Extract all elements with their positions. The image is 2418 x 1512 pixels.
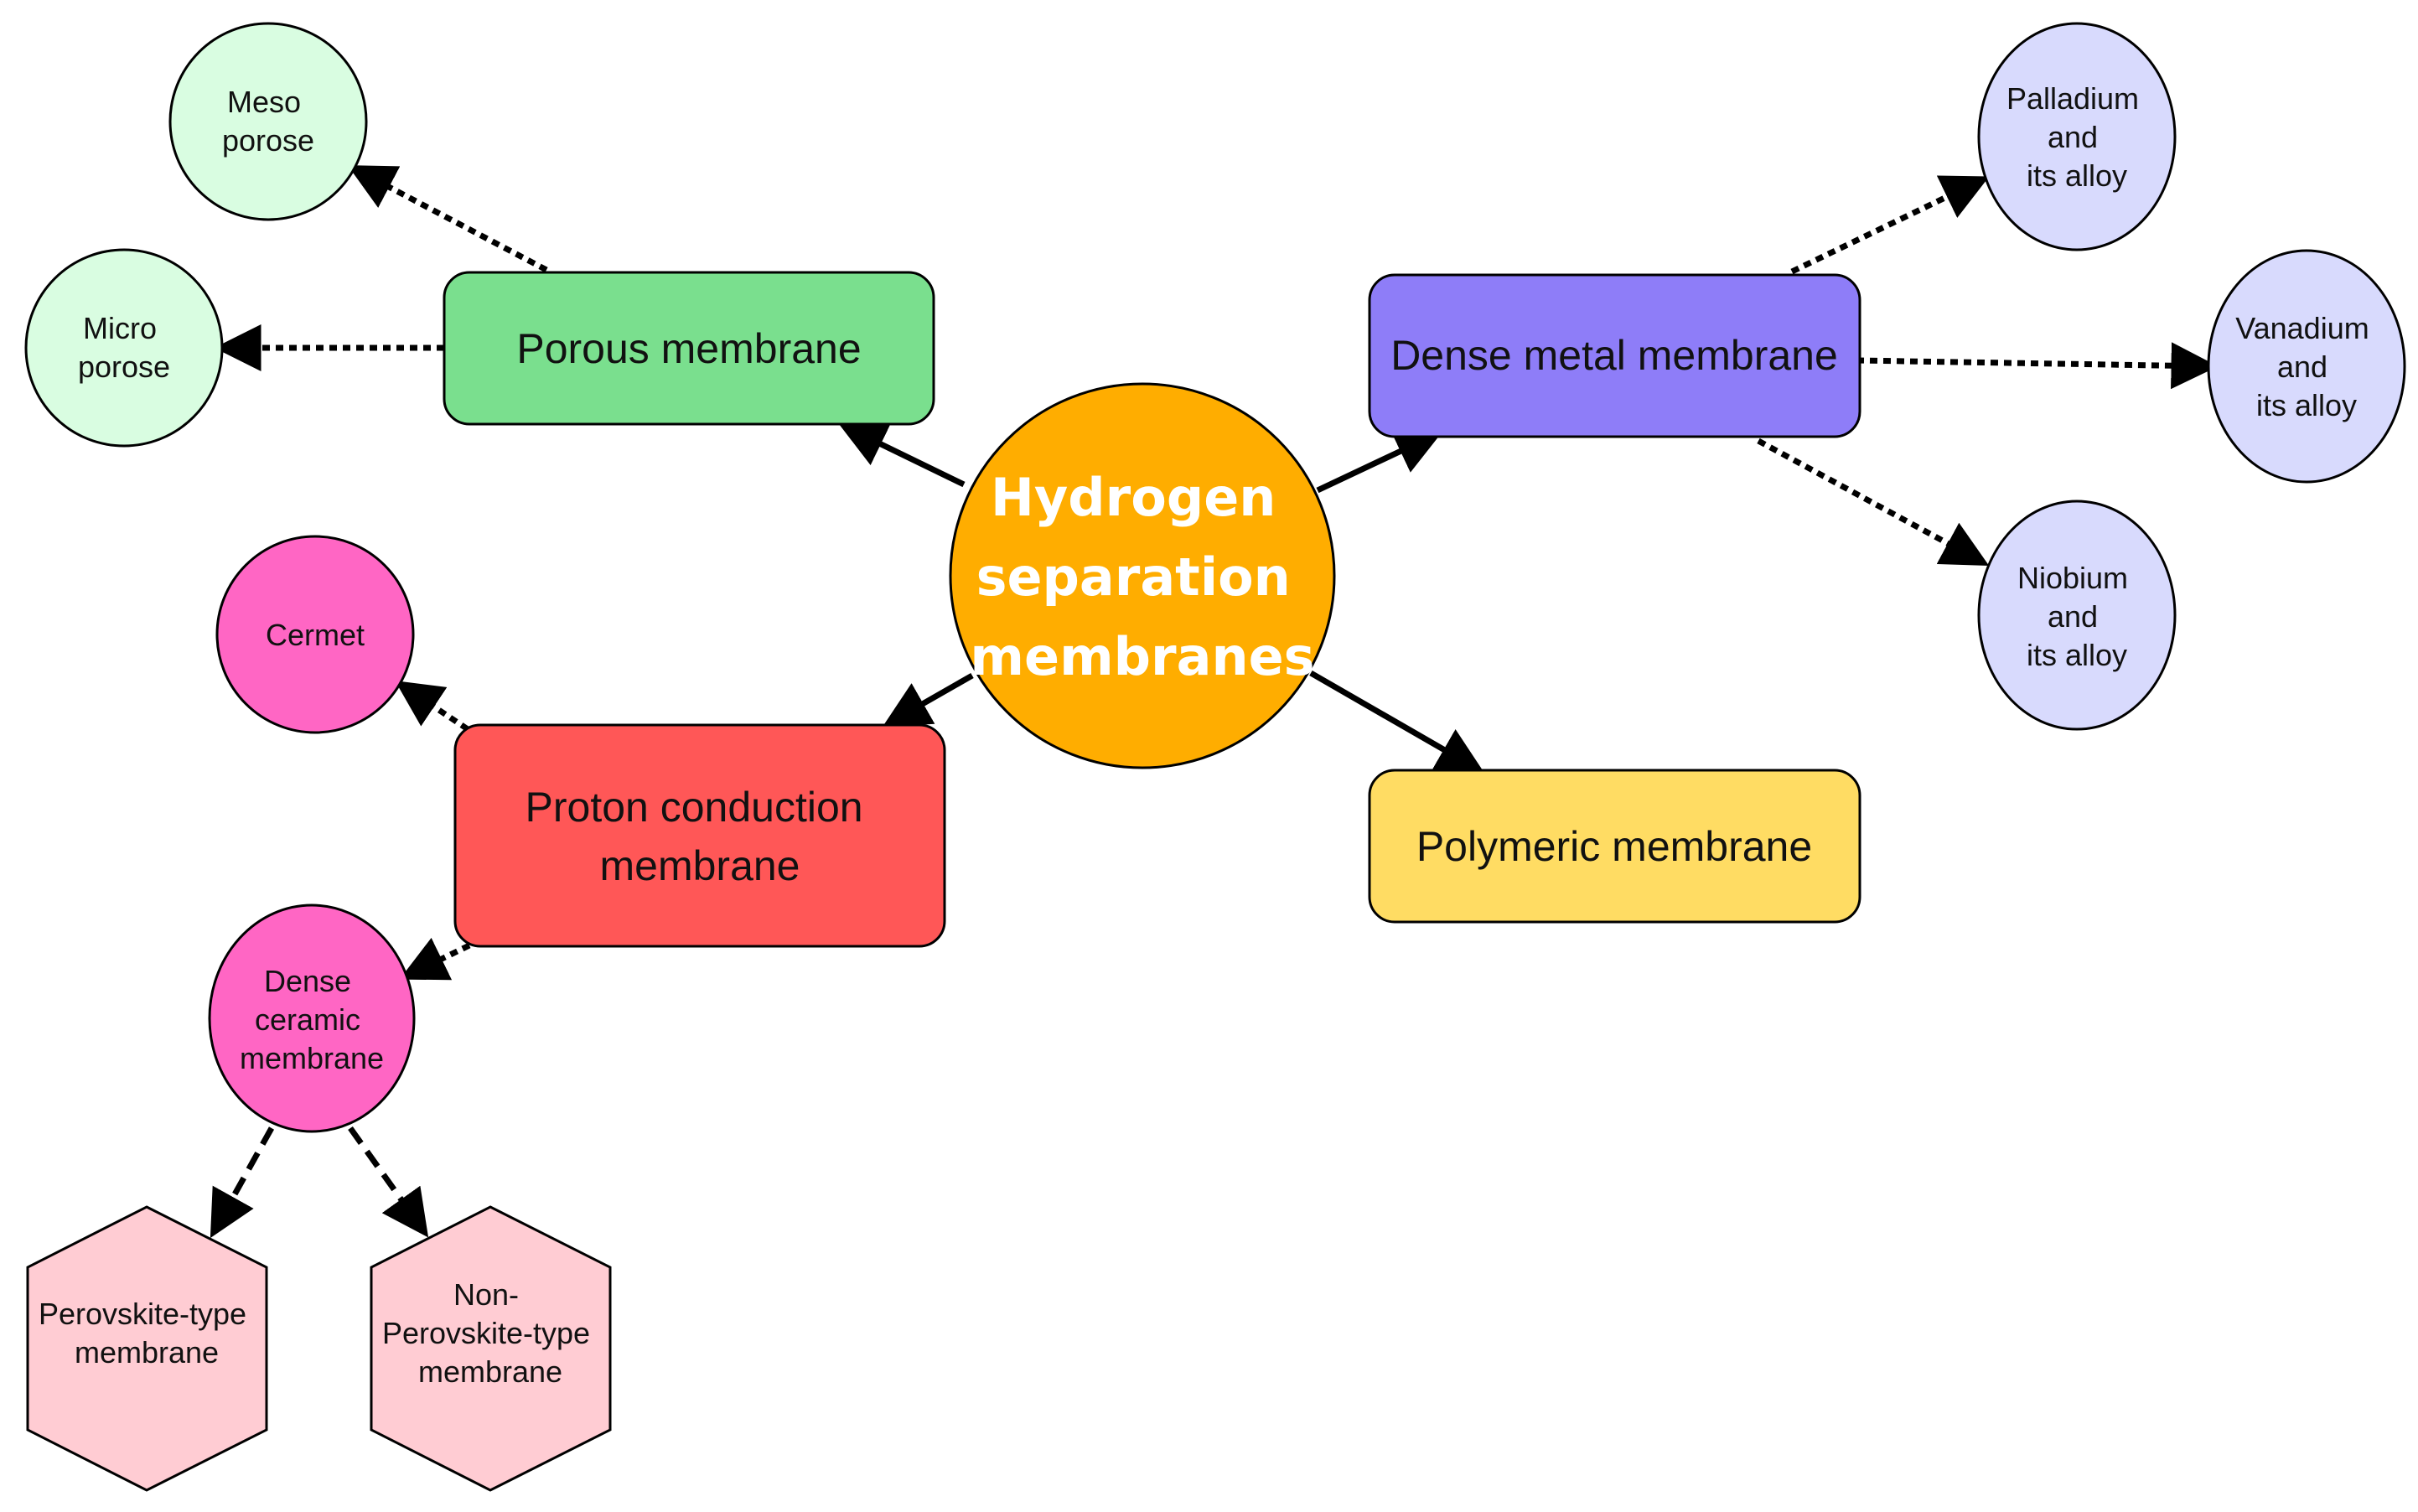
arrow-center-to-proton <box>882 672 974 728</box>
palladium-label: Palladium and its alloy <box>2006 81 2147 193</box>
dense-metal-membrane-node: Dense metal membrane <box>1368 273 1861 438</box>
niobium-label: Niobium and its alloy <box>2017 561 2136 672</box>
connectors <box>210 165 2219 1239</box>
arrow-proton-to-cermet <box>395 681 469 732</box>
non-perovskite-type-node: Non- Perovskite-type membrane <box>370 1205 612 1492</box>
center-title: Hydrogen separation membranes <box>970 467 1314 687</box>
arrow-dense-to-palladium <box>1790 175 1990 275</box>
vanadium-node: Vanadium and its alloy <box>2207 249 2406 484</box>
palladium-node: Palladium and its alloy <box>1977 22 2177 251</box>
porous-membrane-label: Porous membrane <box>516 325 861 372</box>
polymeric-membrane-node: Polymeric membrane <box>1368 769 1861 924</box>
non-perovskite-type-label: Non- Perovskite-type membrane <box>382 1277 598 1389</box>
niobium-node: Niobium and its alloy <box>1977 500 2177 731</box>
arrow-ceramic-to-perovskite <box>210 1126 275 1239</box>
micro-porose-label: Micro porose <box>78 311 170 384</box>
arrow-dense-to-niobium <box>1757 438 1990 566</box>
arrow-center-to-porous <box>838 422 966 488</box>
arrow-dense-to-vanadium <box>1856 342 2219 390</box>
vanadium-label: Vanadium and its alloy <box>2235 311 2377 422</box>
arrow-center-to-dense-metal <box>1316 430 1443 494</box>
arrow-ceramic-to-non-perovskite <box>348 1126 429 1238</box>
porous-membrane-node: Porous membrane <box>443 271 935 426</box>
proton-conduction-membrane-label: Proton conduction membrane <box>526 784 875 889</box>
arrow-proton-to-dense-ceramic <box>399 937 471 981</box>
perovskite-type-label: Perovskite-type membrane <box>39 1297 255 1370</box>
proton-conduction-membrane-node: Proton conduction membrane <box>453 723 946 948</box>
meso-porose-label: Meso porose <box>222 85 314 158</box>
center-line-1: Hydrogen <box>991 467 1276 528</box>
micro-porose-node: Micro porose <box>24 248 224 448</box>
center-node: Hydrogen separation membranes <box>949 382 1336 769</box>
arrow-porous-to-meso <box>347 165 548 273</box>
arrow-center-to-polymeric <box>1309 670 1485 774</box>
dense-ceramic-node: Dense ceramic membrane <box>208 904 416 1133</box>
center-line-3: membranes <box>970 626 1314 687</box>
dense-ceramic-label: Dense ceramic membrane <box>240 964 384 1075</box>
dense-metal-membrane-label: Dense metal membrane <box>1390 332 1838 379</box>
cermet-label: Cermet <box>266 618 365 652</box>
polymeric-membrane-label: Polymeric membrane <box>1416 823 1812 870</box>
center-line-2: separation <box>976 546 1291 608</box>
cermet-node: Cermet <box>215 535 415 734</box>
meso-porose-node: Meso porose <box>168 22 368 221</box>
perovskite-type-node: Perovskite-type membrane <box>26 1205 268 1492</box>
